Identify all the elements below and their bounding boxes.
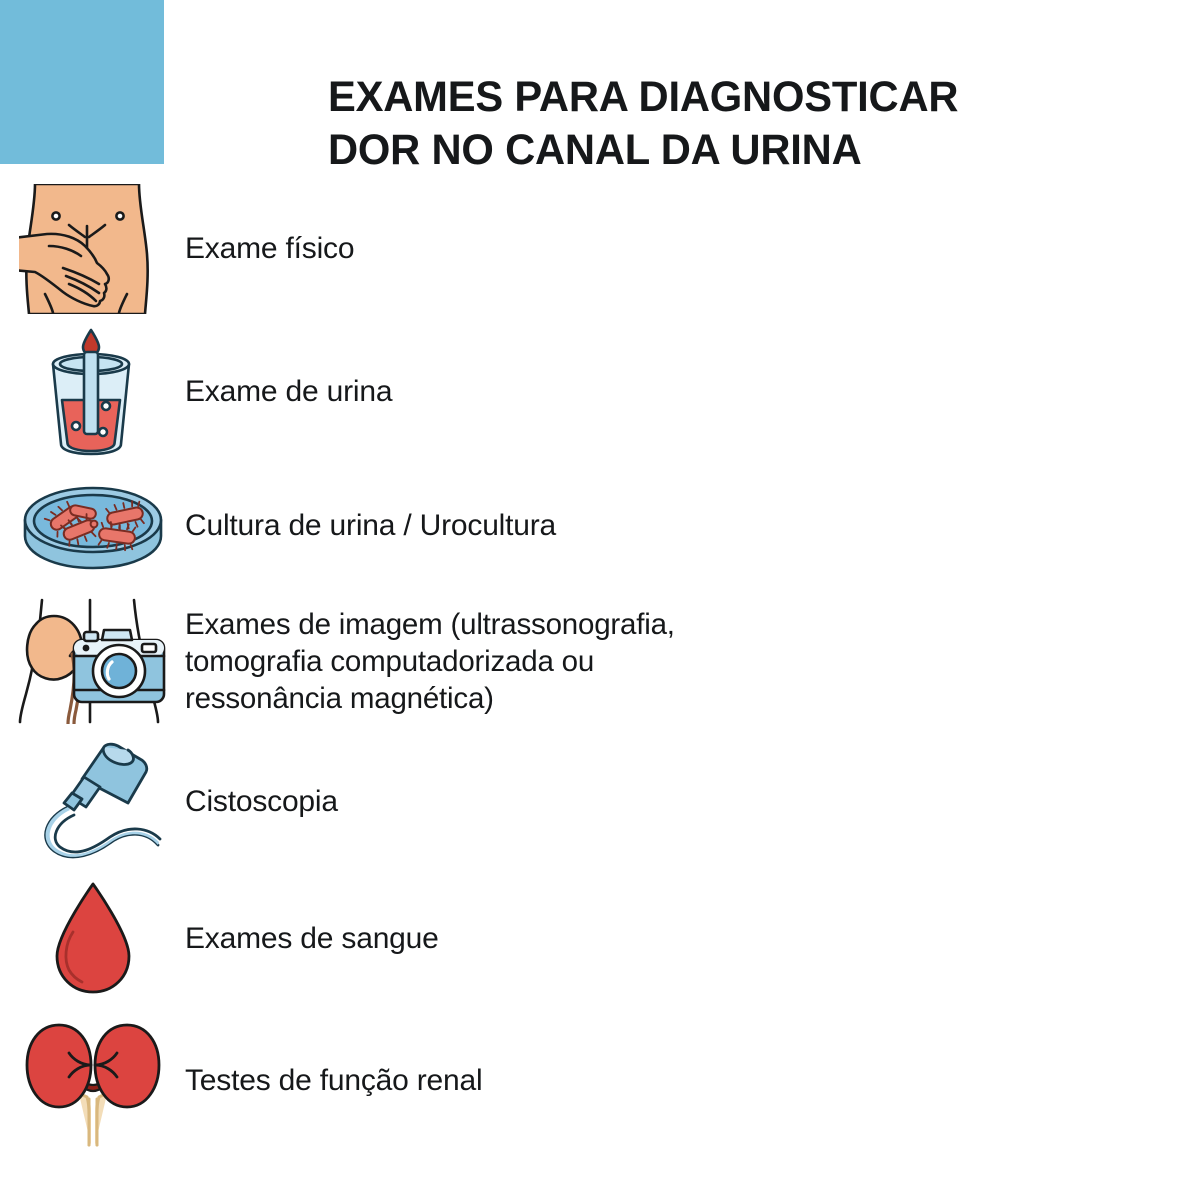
list-item-label-line: ressonância magnética) xyxy=(185,681,494,715)
list-item: Exame de urina xyxy=(0,322,1200,462)
list-item: Exames de sangue xyxy=(0,872,1200,1006)
cystoscope-probe-icon xyxy=(0,732,185,872)
kidneys-pair-icon xyxy=(0,1011,185,1151)
list-item-label: Testes de função renal xyxy=(185,1063,483,1099)
list-item-label-line: Cistoscopia xyxy=(185,785,338,818)
exam-list: Exame físico xyxy=(0,176,1200,1156)
list-item-label-line: Cultura de urina / Urocultura xyxy=(185,509,557,542)
list-item: Testes de função renal xyxy=(0,1006,1200,1156)
blood-drop-icon xyxy=(0,869,185,1009)
list-item-label-line: Testes de função renal xyxy=(185,1064,483,1097)
list-item-label-line: Exame físico xyxy=(185,232,355,265)
list-item: Exame físico xyxy=(0,176,1200,322)
kidney-camera-imaging-icon xyxy=(0,591,185,731)
physical-exam-torso-hand-icon xyxy=(0,179,185,319)
list-item-label: Cultura de urina / Urocultura xyxy=(185,508,556,544)
list-item-label: Cistoscopia xyxy=(185,784,338,820)
list-item-label-line: tomografia computadorizada ou xyxy=(185,644,595,678)
petri-dish-bacteria-icon xyxy=(0,456,185,596)
page-title-line-2: DOR NO CANAL DA URINA xyxy=(328,125,862,174)
list-item-label: Exame de urina xyxy=(185,374,393,410)
decorative-blue-corner-block xyxy=(0,0,164,164)
list-item-label-line: Exames de imagem (ultrassonografia, xyxy=(185,607,675,641)
page-title: EXAMES PARA DIAGNOSTICAR DOR NO CANAL DA… xyxy=(328,71,1085,177)
list-item: Exames de imagem (ultrassonografia, tomo… xyxy=(0,590,1200,732)
list-item-label-line: Exame de urina xyxy=(185,375,393,408)
list-item: Cultura de urina / Urocultura xyxy=(0,462,1200,590)
list-item-label-line: Exames de sangue xyxy=(185,922,439,955)
list-item-label: Exames de imagem (ultrassonografia, tomo… xyxy=(185,606,675,717)
list-item-label: Exame físico xyxy=(185,231,355,267)
urine-cup-test-strip-icon xyxy=(0,322,185,462)
list-item-label: Exames de sangue xyxy=(185,921,439,957)
list-item: Cistoscopia xyxy=(0,732,1200,872)
page-title-line-1: EXAMES PARA DIAGNOSTICAR xyxy=(328,72,959,121)
